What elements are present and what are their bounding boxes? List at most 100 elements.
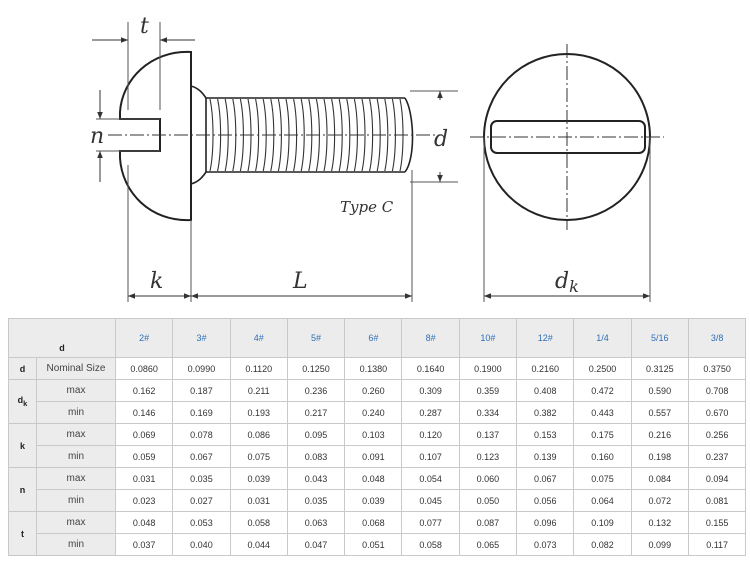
row-sub-label: max bbox=[36, 423, 116, 446]
value-cell: 0.050 bbox=[458, 489, 518, 512]
value-cell: 0.590 bbox=[630, 379, 689, 402]
row-sub-label: max bbox=[36, 467, 116, 490]
row-sub-label: Nominal Size bbox=[36, 357, 116, 380]
row-symbol-main: n bbox=[19, 484, 26, 495]
value-cell: 0.031 bbox=[114, 467, 174, 490]
value-cell: 0.060 bbox=[458, 467, 518, 490]
value-cell: 0.162 bbox=[114, 379, 174, 402]
value-cell: 0.256 bbox=[687, 423, 747, 446]
size-header: 10# bbox=[458, 318, 518, 358]
value-cell: 0.023 bbox=[114, 489, 174, 512]
value-cell: 0.067 bbox=[172, 445, 231, 468]
value-cell: 0.139 bbox=[516, 445, 575, 468]
value-cell: 0.443 bbox=[573, 401, 632, 424]
value-cell: 0.058 bbox=[229, 511, 288, 534]
value-cell: 0.382 bbox=[516, 401, 575, 424]
value-cell: 0.059 bbox=[114, 445, 174, 468]
value-cell: 0.287 bbox=[401, 401, 460, 424]
value-cell: 0.132 bbox=[630, 511, 689, 534]
value-cell: 0.084 bbox=[630, 467, 689, 490]
dk-label: dk bbox=[555, 269, 579, 296]
size-header: 5/16 bbox=[630, 318, 689, 358]
value-cell: 0.2160 bbox=[516, 357, 575, 380]
value-cell: 0.072 bbox=[630, 489, 689, 512]
value-cell: 0.082 bbox=[573, 533, 632, 556]
row-sub-label: min bbox=[36, 401, 116, 424]
value-cell: 0.063 bbox=[286, 511, 346, 534]
value-cell: 0.240 bbox=[344, 401, 403, 424]
value-cell: 0.037 bbox=[114, 533, 174, 556]
value-cell: 0.068 bbox=[344, 511, 403, 534]
value-cell: 0.1250 bbox=[286, 357, 346, 380]
row-symbol-main: k bbox=[19, 440, 25, 451]
value-cell: 0.175 bbox=[573, 423, 632, 446]
value-cell: 0.077 bbox=[401, 511, 460, 534]
value-cell: 0.039 bbox=[344, 489, 403, 512]
size-header: 4# bbox=[229, 318, 288, 358]
value-cell: 0.334 bbox=[458, 401, 518, 424]
value-cell: 0.1120 bbox=[229, 357, 288, 380]
value-cell: 0.0990 bbox=[172, 357, 231, 380]
value-cell: 0.236 bbox=[286, 379, 346, 402]
row-sub-label: min bbox=[36, 489, 116, 512]
value-cell: 0.047 bbox=[286, 533, 346, 556]
size-header: 2# bbox=[114, 318, 174, 358]
value-cell: 0.087 bbox=[458, 511, 518, 534]
value-cell: 0.193 bbox=[229, 401, 288, 424]
value-cell: 0.054 bbox=[401, 467, 460, 490]
value-cell: 0.053 bbox=[172, 511, 231, 534]
value-cell: 0.035 bbox=[286, 489, 346, 512]
thread-line bbox=[361, 98, 366, 172]
k-label: k bbox=[150, 269, 163, 294]
size-header: 3# bbox=[172, 318, 231, 358]
row-symbol: n bbox=[8, 467, 37, 512]
row-symbol-main: d bbox=[19, 363, 26, 374]
size-header: 1/4 bbox=[573, 318, 632, 358]
value-cell: 0.035 bbox=[172, 467, 231, 490]
thread-line bbox=[277, 98, 282, 172]
row-symbol-sub: k bbox=[23, 398, 28, 408]
value-cell: 0.123 bbox=[458, 445, 518, 468]
row-symbol-main: d bbox=[17, 395, 24, 406]
value-cell: 0.708 bbox=[687, 379, 747, 402]
value-cell: 0.039 bbox=[229, 467, 288, 490]
value-cell: 0.086 bbox=[229, 423, 288, 446]
value-cell: 0.260 bbox=[344, 379, 403, 402]
value-cell: 0.067 bbox=[516, 467, 575, 490]
value-cell: 0.211 bbox=[229, 379, 288, 402]
row-symbol: t bbox=[8, 511, 37, 556]
header-corner-label: d bbox=[8, 318, 116, 358]
value-cell: 0.169 bbox=[172, 401, 231, 424]
value-cell: 0.091 bbox=[344, 445, 403, 468]
value-cell: 0.095 bbox=[286, 423, 346, 446]
value-cell: 0.237 bbox=[687, 445, 747, 468]
row-sub-label: max bbox=[36, 379, 116, 402]
value-cell: 0.103 bbox=[344, 423, 403, 446]
value-cell: 0.0860 bbox=[114, 357, 174, 380]
thread-line bbox=[338, 98, 343, 172]
value-cell: 0.027 bbox=[172, 489, 231, 512]
value-cell: 0.031 bbox=[229, 489, 288, 512]
d-label: d bbox=[434, 127, 448, 152]
screw-head-profile bbox=[119, 50, 192, 222]
size-header: 5# bbox=[286, 318, 346, 358]
row-symbol: d bbox=[8, 357, 37, 380]
value-cell: 0.198 bbox=[630, 445, 689, 468]
value-cell: 0.187 bbox=[172, 379, 231, 402]
screw-technical-drawing: t n d Type C k L dk bbox=[90, 14, 664, 302]
value-cell: 0.160 bbox=[573, 445, 632, 468]
value-cell: 0.099 bbox=[630, 533, 689, 556]
value-cell: 0.075 bbox=[229, 445, 288, 468]
screw-neck bbox=[190, 85, 207, 185]
value-cell: 0.048 bbox=[114, 511, 174, 534]
value-cell: 0.069 bbox=[114, 423, 174, 446]
value-cell: 0.073 bbox=[516, 533, 575, 556]
value-cell: 0.051 bbox=[344, 533, 403, 556]
